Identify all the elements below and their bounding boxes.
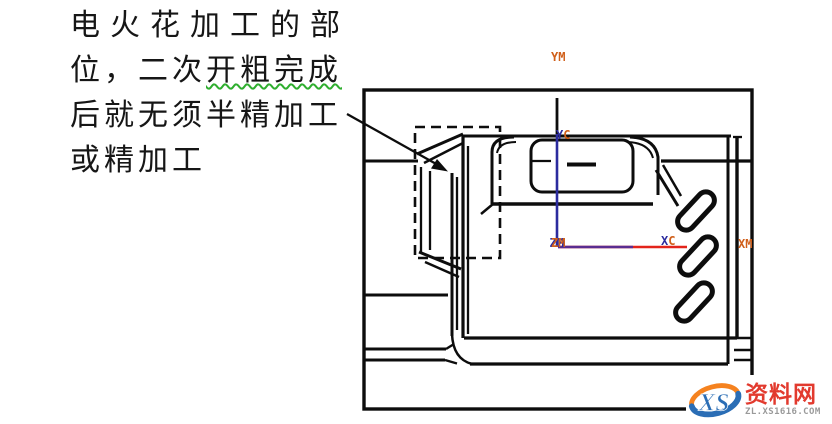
label-xm: XM	[738, 237, 753, 251]
slanted-slot	[677, 234, 719, 278]
part-outer-border	[362, 88, 754, 411]
annotation-line-1: 电火花加工的部	[70, 9, 350, 42]
label-yc: YC	[556, 128, 570, 142]
label-xc: XC	[661, 234, 675, 248]
logo-xs-text: XS	[698, 389, 730, 416]
xs-logo: XS	[688, 382, 742, 417]
annotation-text: 电火花加工的部 位，二次开粗完成 后就无须半精加工 或精加工	[70, 3, 370, 183]
slanted-slot	[675, 189, 717, 233]
annotation-arrow	[346, 112, 448, 172]
watermark-site-name: 资料网	[745, 381, 817, 407]
label-yc-y: Y	[556, 128, 564, 142]
underlined-term: 开粗完成	[206, 54, 342, 87]
part-geometry	[364, 132, 752, 366]
label-zm: ZM	[551, 236, 566, 250]
label-yc-c: C	[563, 128, 571, 142]
logo-swoosh-top	[689, 382, 741, 409]
watermark-site-url: ZL.XS1616.COM	[745, 407, 821, 417]
logo-swoosh-bottom	[688, 390, 742, 417]
arrowhead-icon	[431, 159, 448, 172]
slanted-slot	[673, 280, 715, 324]
edm-region-dashed-box	[413, 125, 502, 260]
annotation-line-4: 或精加工	[70, 144, 206, 177]
slanted-slot-group	[673, 189, 719, 324]
coordinate-axes	[555, 98, 687, 249]
label-xc-c: C	[668, 234, 676, 248]
label-ym: YM	[551, 50, 566, 64]
annotation-line-2: 位，二次开粗完成	[70, 48, 370, 93]
annotation-line-3: 后就无须半精加工	[70, 99, 342, 132]
label-xc-x: X	[661, 234, 669, 248]
annotation-line-2-prefix: 位，二次	[70, 54, 206, 87]
watermark: XS 资料网 ZL.XS1616.COM	[686, 375, 832, 424]
